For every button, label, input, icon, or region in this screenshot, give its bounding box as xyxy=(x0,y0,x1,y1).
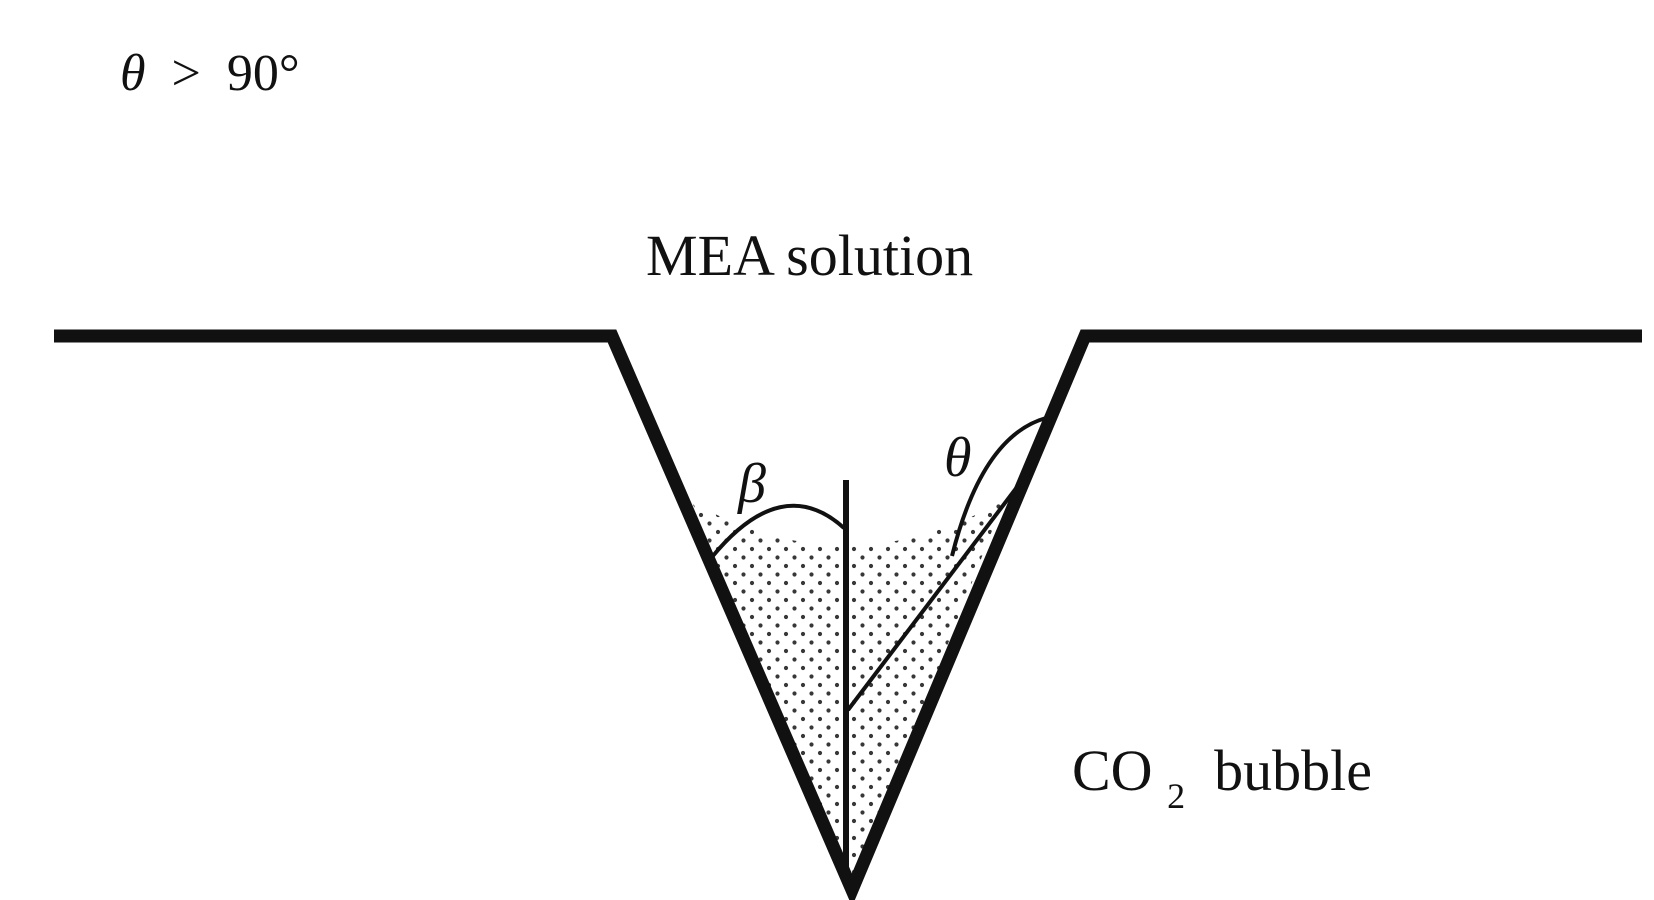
co2-subscript: 2 xyxy=(1167,776,1185,816)
theta-angle-arc xyxy=(950,416,1047,557)
condition-label: θ > 90° xyxy=(120,45,300,102)
beta-angle-arc xyxy=(710,503,846,559)
condition-value: 90° xyxy=(227,45,300,102)
theta-label: θ xyxy=(944,427,972,489)
solid-surface xyxy=(54,329,1642,900)
condition-relation: > xyxy=(159,45,214,102)
mea-solution-label: MEA solution xyxy=(646,223,973,288)
co2-prefix: CO xyxy=(1072,738,1153,803)
condition-symbol: θ xyxy=(120,45,146,102)
co2-suffix: bubble xyxy=(1200,738,1372,803)
beta-label: β xyxy=(737,453,766,515)
co2-bubble-label: CO 2 bubble xyxy=(1072,738,1372,821)
contact-tangent-line xyxy=(846,460,1038,712)
